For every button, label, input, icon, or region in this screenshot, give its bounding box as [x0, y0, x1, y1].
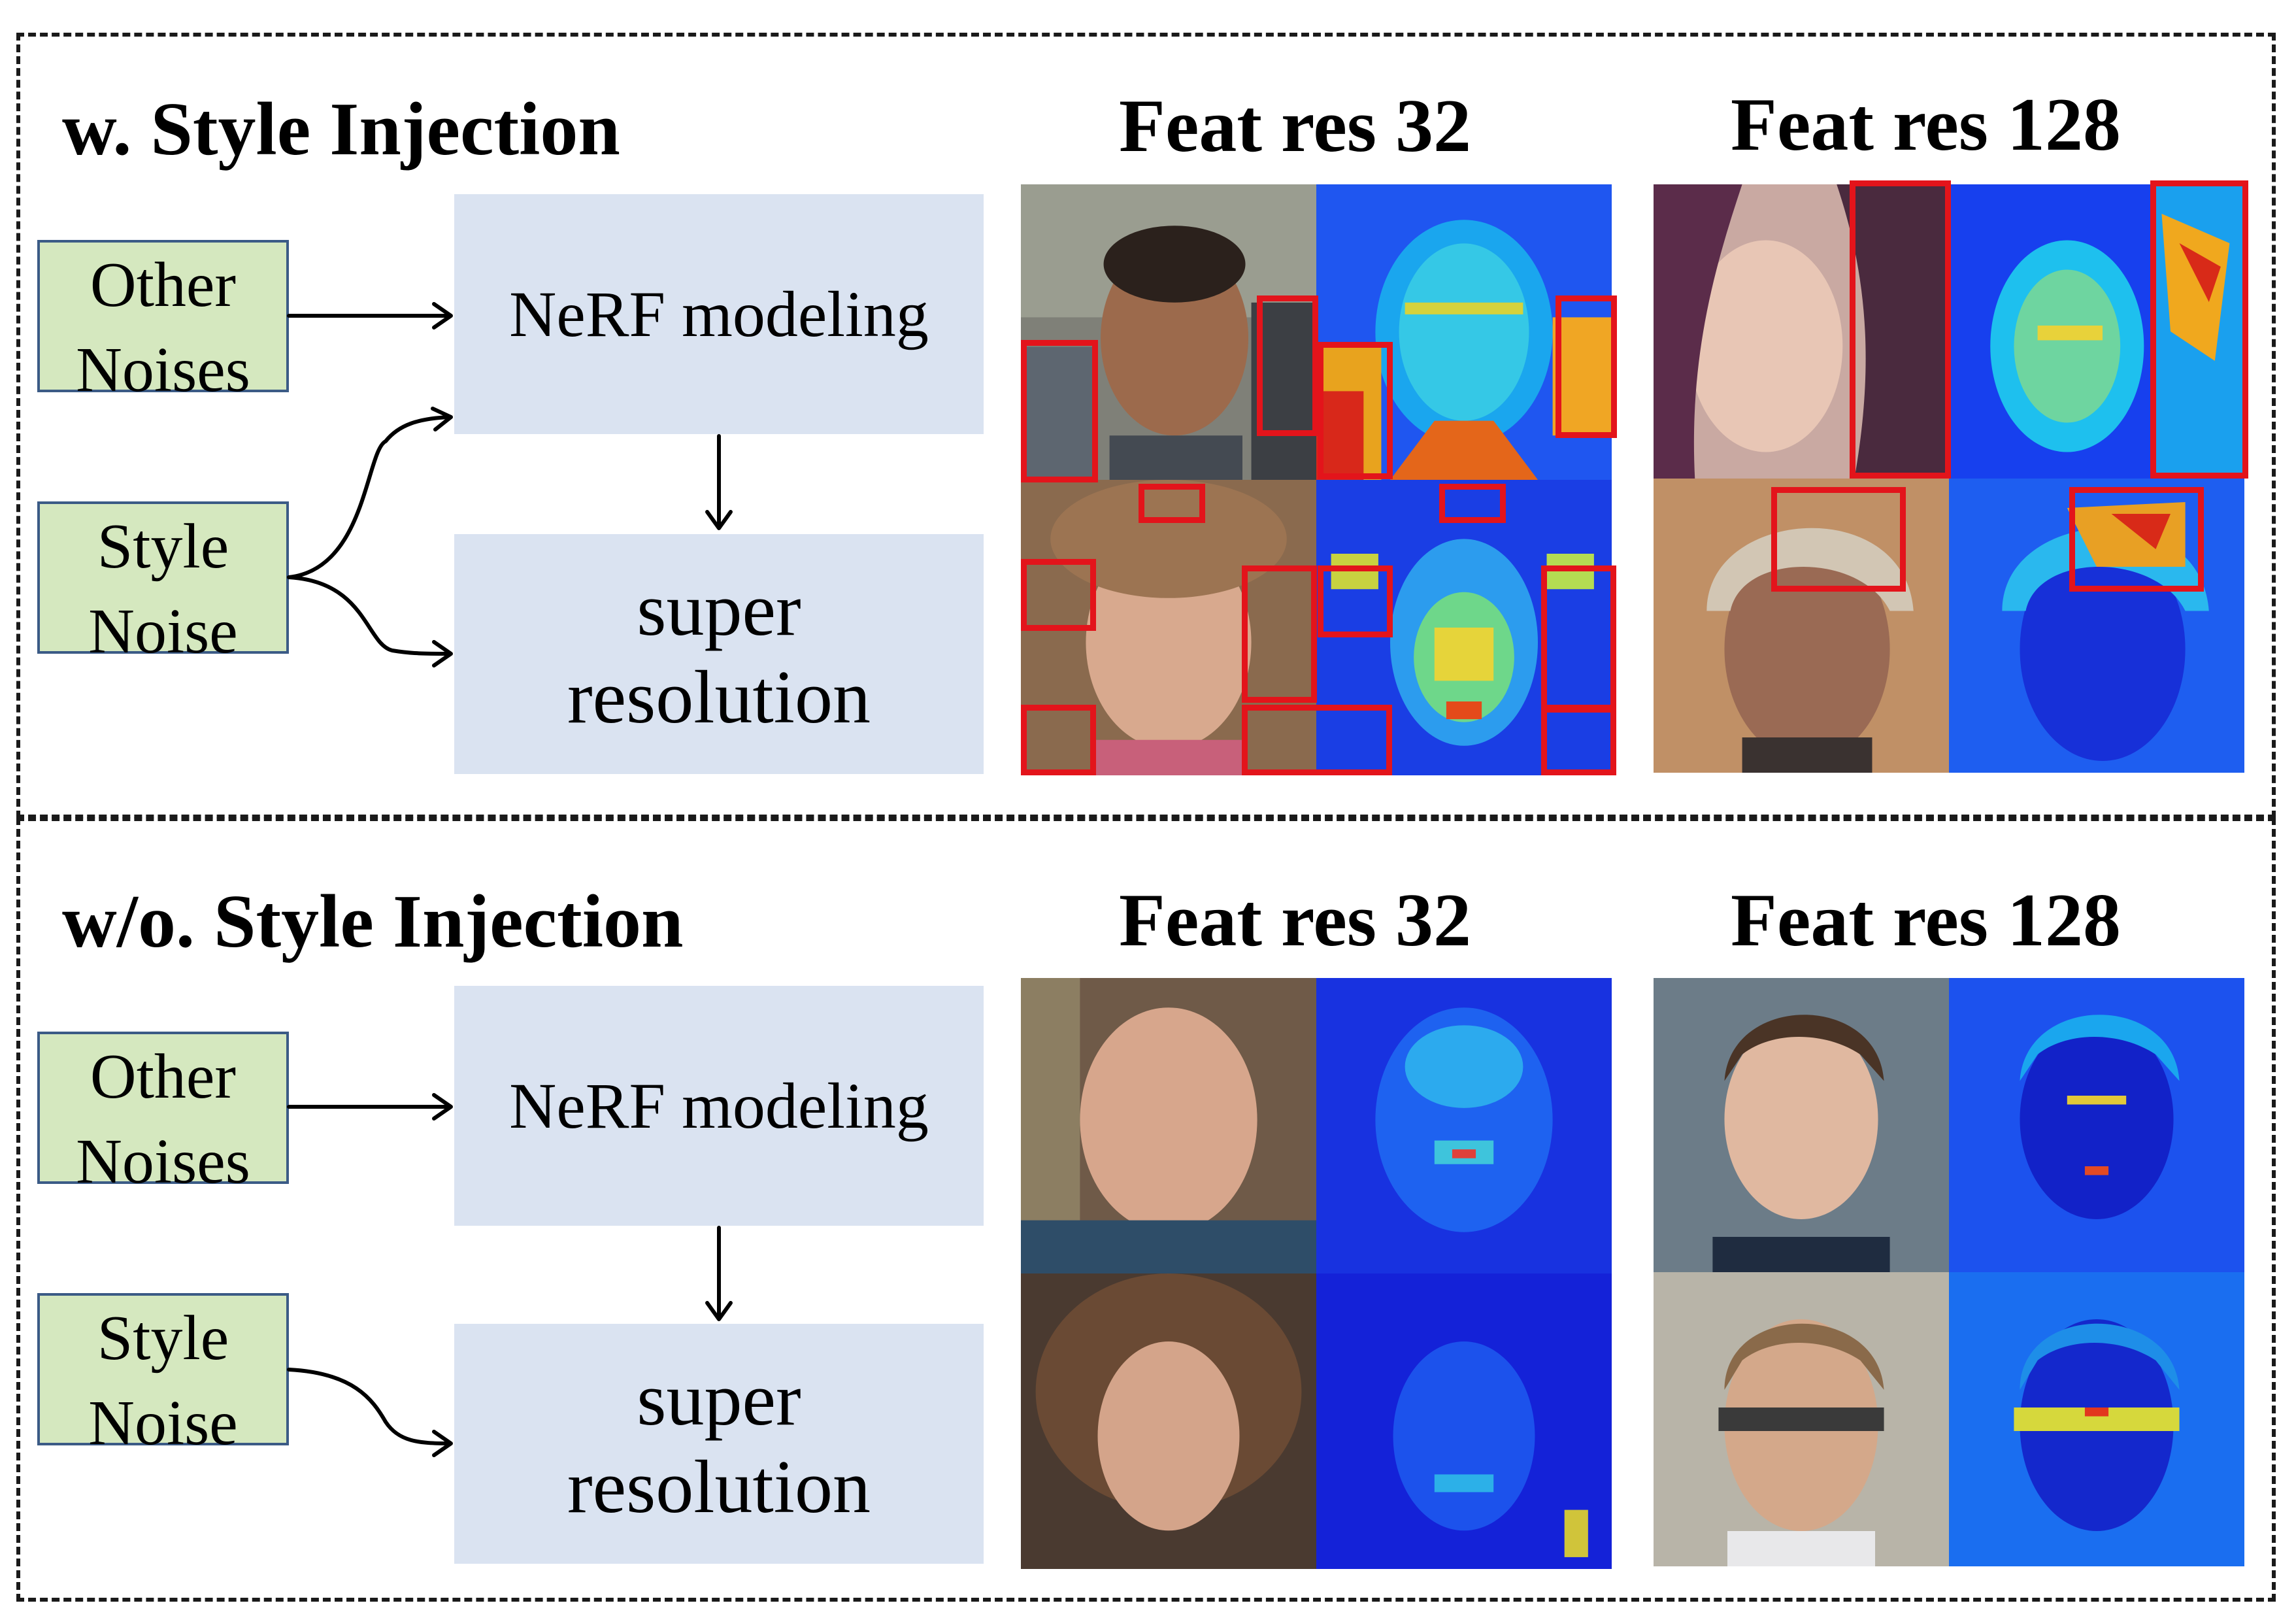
style-noise-line-2: Noise	[88, 1388, 238, 1458]
arrow-style-to-nerf	[287, 415, 452, 579]
arrow-head	[432, 640, 453, 667]
arrow-head	[431, 407, 453, 431]
style-noise-line-2: Noise	[88, 596, 238, 667]
nerf-modeling-box: NeRF modeling	[454, 986, 984, 1226]
feat-res-128-label: Feat res 128	[1731, 83, 2121, 167]
style-noise-box: Style Noise	[37, 501, 289, 667]
other-noises-line-1: Other	[90, 250, 237, 320]
other-noises-line-2: Noises	[76, 335, 250, 405]
face-photo-boy-bowl-cut	[1654, 479, 1949, 773]
highlight-box	[2069, 487, 2204, 592]
highlight-box	[1541, 565, 1616, 713]
face-photo-young-boy	[1654, 978, 1949, 1272]
arrow-head	[432, 1093, 453, 1121]
face-photo-man-glasses	[1654, 1272, 1949, 1566]
highlight-box	[2150, 180, 2248, 479]
super-resolution-line-1: super	[637, 1358, 801, 1442]
other-noises-box: Other Noises	[37, 240, 289, 405]
feat-res-128-label: Feat res 128	[1731, 879, 2121, 962]
panel-without-style-injection	[16, 817, 2276, 1602]
style-noise-line-1: Style	[97, 1303, 229, 1374]
face-photo-curly-woman	[1021, 1273, 1316, 1569]
highlight-box	[1771, 487, 1906, 592]
face-photo-woman-purple-hair	[1654, 184, 1949, 479]
panel-title: w/o. Style Injection	[62, 880, 684, 964]
super-resolution-line-1: super	[637, 568, 801, 652]
arrow-head	[432, 1430, 453, 1457]
highlight-box	[1242, 565, 1317, 703]
super-resolution-line-2: resolution	[567, 1445, 871, 1529]
arrow-head	[705, 510, 733, 530]
panel-title: w. Style Injection	[62, 88, 620, 171]
highlight-box	[1021, 340, 1098, 482]
heatmap-man-glasses-res-128	[1949, 1272, 2244, 1566]
heatmap-young-boy-res-128	[1949, 978, 2244, 1272]
face-photo-bald-man	[1021, 978, 1316, 1273]
super-resolution-box: super resolution	[454, 534, 984, 774]
highlight-box	[1257, 295, 1318, 436]
arrow-head	[432, 302, 453, 329]
highlight-box	[1021, 559, 1096, 631]
arrow-head	[705, 1301, 733, 1321]
highlight-box	[1439, 484, 1506, 523]
highlight-box	[1021, 705, 1096, 775]
heatmap-man-res-32	[1316, 184, 1612, 480]
feat-res-32-label: Feat res 32	[1119, 879, 1471, 962]
style-noise-line-1: Style	[97, 511, 229, 582]
other-noises-box: Other Noises	[37, 1032, 289, 1197]
nerf-modeling-label: NeRF modeling	[509, 278, 929, 350]
nerf-modeling-label: NeRF modeling	[509, 1070, 929, 1142]
heatmap-woman-res-128	[1949, 184, 2244, 479]
highlight-box	[1556, 295, 1617, 438]
other-noises-line-1: Other	[90, 1041, 237, 1112]
feat-res-32-label: Feat res 32	[1119, 84, 1471, 168]
heatmap-bald-man-res-32	[1316, 978, 1612, 1273]
heatmap-child-res-32	[1316, 480, 1612, 775]
heatmap-boy-res-128	[1949, 479, 2244, 773]
highlight-box	[1139, 484, 1205, 523]
highlight-box	[1850, 180, 1951, 479]
highlight-box	[1242, 705, 1392, 775]
highlight-box	[1318, 565, 1393, 637]
heatmap-curly-woman-res-32	[1316, 1273, 1612, 1569]
other-noises-line-2: Noises	[76, 1126, 250, 1197]
arrow-style-to-sr	[287, 575, 452, 656]
panel-with-style-injection	[16, 33, 2276, 818]
highlight-box	[1541, 705, 1616, 775]
nerf-modeling-box: NeRF modeling	[454, 194, 984, 434]
super-resolution-box: super resolution	[454, 1324, 984, 1564]
arrow-style-to-sr	[287, 1368, 452, 1445]
highlight-box	[1318, 342, 1393, 479]
super-resolution-line-2: resolution	[567, 655, 871, 739]
